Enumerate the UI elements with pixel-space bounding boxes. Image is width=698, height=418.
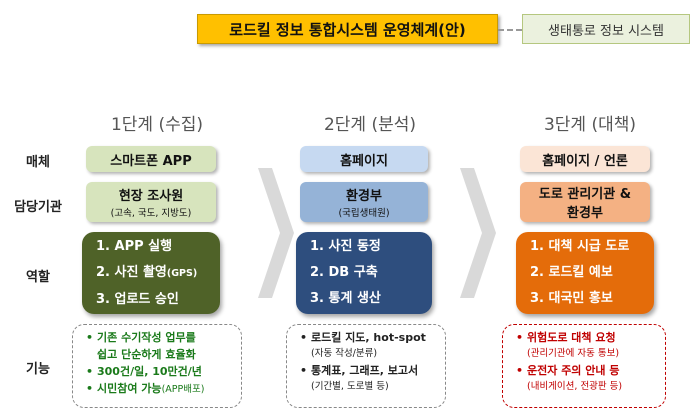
stage-1-agency-sub: (고속, 국도, 지방도) [110, 208, 192, 219]
stage-3-media: 홈페이지 / 언론 [520, 146, 650, 172]
title-box: 로드킬 정보 통합시스템 운영체계(안) [197, 14, 498, 44]
stage-2-role-3: 3. 통계 생산 [310, 291, 381, 306]
stage-1-func-3: 시민참여 가능(APP배포) [86, 380, 233, 398]
side-system-box: 생태통로 정보 시스템 [522, 14, 690, 44]
stage-1-role-2: 2. 사진 촬영(GPS) [96, 264, 198, 280]
stage-2-func-2-sub: (기간별, 도로별 등) [311, 381, 389, 392]
side-system-title: 생태통로 정보 시스템 [548, 23, 664, 39]
stage-1-agency-main: 현장 조사원 [118, 189, 184, 204]
row-label-media: 매체 [26, 155, 50, 170]
stage-3-agency-sub: 환경부 [567, 206, 603, 221]
stage-1-function-box: 기존 수기작성 업무를 쉽고 단순하게 효율화 300건/일, 10만건/년 시… [72, 324, 242, 408]
stage-3-label: 3단계 (대책) [543, 115, 637, 135]
stage-3-role-box: 1. 대책 시급 도로 2. 로드킬 예보 3. 대국민 홍보 [516, 232, 654, 314]
row-label-role: 역할 [26, 270, 50, 285]
stage-2-label: 2단계 (분석) [323, 115, 417, 135]
stage-3-media-text: 홈페이지 / 언론 [542, 153, 628, 169]
stage-1-media-text: 스마트폰 APP [110, 153, 192, 169]
stage-2-role-1: 1. 사진 동정 [310, 239, 381, 254]
stage-2-function-box: 로드킬 지도, hot-spot (자동 작성/분류) 통계표, 그래프, 보고… [286, 324, 446, 408]
stage-2-media: 홈페이지 [300, 146, 428, 172]
stage-1-agency: 현장 조사원 (고속, 국도, 지방도) [86, 182, 216, 222]
stage-3-role-2: 2. 로드킬 예보 [530, 265, 613, 280]
diagram-title: 로드킬 정보 통합시스템 운영체계(안) [229, 20, 466, 39]
chevron-arrow-2 [460, 168, 496, 298]
stage-1-role-1: 1. APP 실행 [96, 238, 173, 254]
stage-1-media: 스마트폰 APP [86, 146, 216, 172]
stage-3-func-1-sub: (관리기관에 자동 통보) [527, 348, 620, 359]
stage-2-agency-main: 환경부 [346, 189, 382, 204]
stage-1-func-1b: 쉽고 단순하게 효율화 [97, 348, 196, 361]
stage-3-role-3: 3. 대국민 홍보 [530, 291, 613, 306]
stage-3-function-box: 위험도로 대책 요청 (관리기관에 자동 통보) 운전자 주의 안내 등 (내비… [502, 324, 666, 408]
stage-3-agency-main: 도로 관리기관 & [538, 187, 632, 202]
stage-3-role-1: 1. 대책 시급 도로 [530, 239, 630, 254]
stage-2-func-1: 로드킬 지도, hot-spot [300, 329, 437, 346]
chevron-arrow-1 [258, 168, 294, 298]
stage-1-func-1: 기존 수기작성 업무를 [86, 329, 233, 346]
row-label-agency: 담당기관 [14, 200, 62, 215]
row-label-function: 기능 [26, 362, 50, 377]
stage-3-func-2: 운전자 주의 안내 등 [516, 362, 657, 379]
stage-1-func-2: 300건/일, 10만건/년 [86, 363, 233, 380]
stage-3-func-1: 위험도로 대책 요청 [516, 329, 657, 346]
stage-1-role-box: 1. APP 실행 2. 사진 촬영(GPS) 3. 업로드 승인 [82, 232, 220, 314]
stage-2-func-1-sub: (자동 작성/분류) [311, 348, 378, 359]
stage-2-role-2: 2. DB 구축 [310, 265, 378, 280]
stage-3-agency: 도로 관리기관 & 환경부 [520, 182, 650, 222]
stage-3-func-2-sub: (내비게이션, 전광판 등) [527, 381, 623, 392]
dashed-connector [498, 29, 522, 31]
stage-1-label: 1단계 (수집) [110, 115, 204, 135]
stage-2-func-2: 통계표, 그래프, 보고서 [300, 362, 437, 379]
stage-2-role-box: 1. 사진 동정 2. DB 구축 3. 통계 생산 [296, 232, 432, 314]
stage-2-media-text: 홈페이지 [340, 153, 388, 169]
stage-2-agency-sub: (국립생태원) [338, 208, 390, 219]
stage-1-role-3: 3. 업로드 승인 [96, 291, 179, 307]
stage-2-agency: 환경부 (국립생태원) [300, 182, 428, 222]
